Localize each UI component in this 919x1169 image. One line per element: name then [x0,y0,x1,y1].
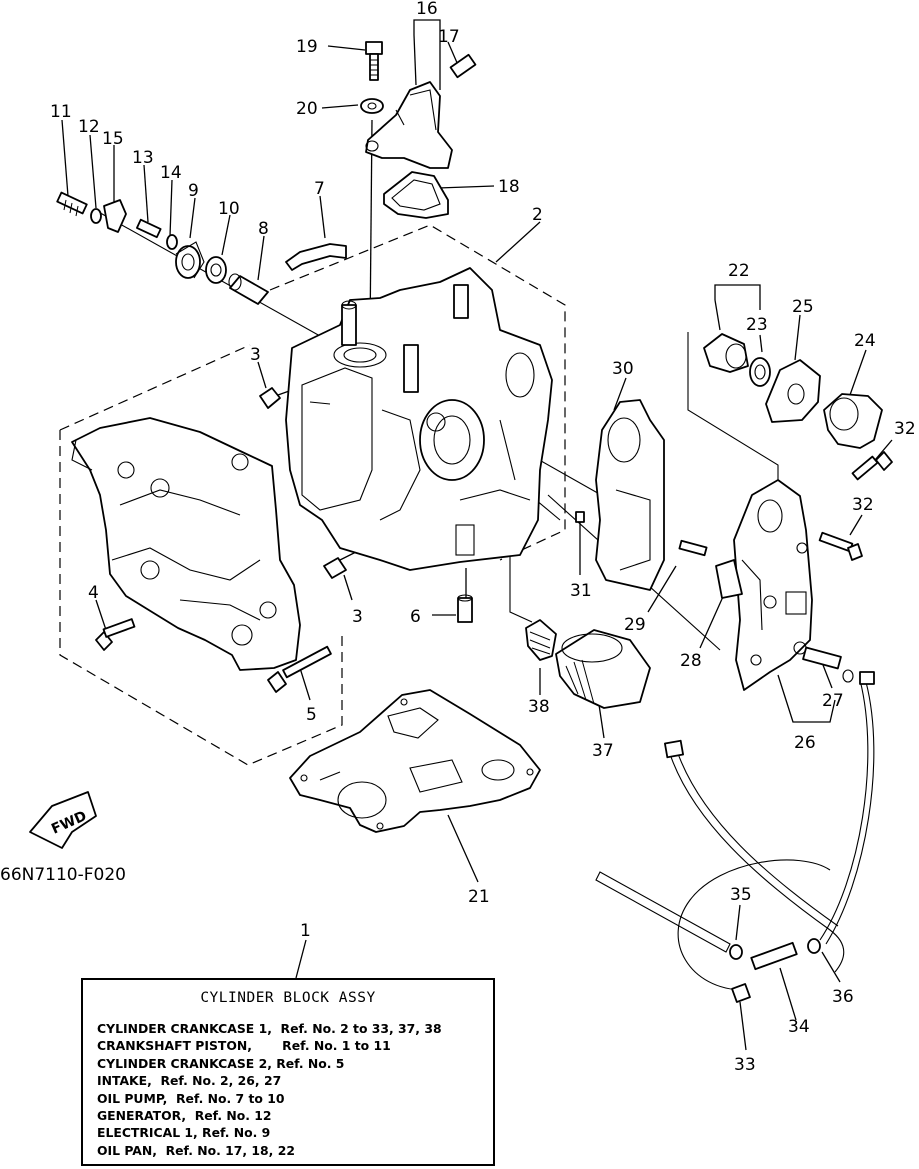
fwd-arrow-icon: FWD [29,791,97,849]
fitting-27 [802,646,854,683]
legend-line: GENERATOR, Ref. No. 12 [97,1108,272,1124]
cylinder-block-legend: CYLINDER BLOCK ASSY CYLINDER CRANKCASE 1… [81,978,495,1166]
callout-25: 25 [792,297,814,317]
callout-27: 27 [822,691,844,711]
callout-12: 12 [78,117,100,137]
bolt-32-lower [818,531,863,561]
gasket-25 [765,359,821,423]
callout-30: 30 [612,359,634,379]
union-38 [525,619,557,661]
callout-32-lower: 32 [852,495,874,515]
callout-6: 6 [410,607,421,627]
callout-1: 1 [300,921,311,941]
callout-31: 31 [570,581,592,601]
legend-line: OIL PUMP, Ref. No. 7 to 10 [97,1090,285,1106]
crankcase-2 [71,417,301,671]
collar-8 [228,273,269,305]
crankcase-1 [285,267,553,571]
thermostat-22 [703,333,749,373]
dowel-3-lower [323,557,347,579]
tube-7 [285,243,347,271]
callout-labels: 1 2 3 3 4 5 6 7 8 9 10 11 12 13 14 15 16… [50,0,916,1075]
cover-26 [733,479,813,691]
assembly-dashed-outline-left [59,344,343,766]
washer-12 [90,208,102,224]
bolt-19 [365,41,383,81]
legend-line: ELECTRICAL 1, Ref. No. 9 [97,1125,271,1141]
oil-filter-37 [555,629,651,709]
legend-lines: CYLINDER CRANKCASE 1, Ref. No. 2 to 33, … [97,1020,479,1159]
callout-9: 9 [188,181,199,201]
oil-pump-cover [365,81,453,169]
bolt-32-upper [851,451,893,481]
callout-7: 7 [314,179,325,199]
callout-21: 21 [468,887,490,907]
legend-line: INTAKE, Ref. No. 2, 26, 27 [97,1073,282,1089]
bolt-5 [267,645,332,693]
clamp-15 [103,199,127,233]
callout-13: 13 [132,148,154,168]
callout-34: 34 [788,1017,810,1037]
callout-11: 11 [50,102,72,122]
legend-line: OIL PAN, Ref. No. 17, 18, 22 [97,1142,295,1158]
callout-3-lower: 3 [352,607,363,627]
washer-20 [360,98,384,114]
callout-35: 35 [730,885,752,905]
callout-22: 22 [728,261,750,281]
callout-23: 23 [746,315,768,335]
bolt-11 [56,191,88,217]
seal-23 [749,357,771,387]
hose-33-36-assembly [595,671,875,1003]
callout-2: 2 [532,205,543,225]
dowel-6 [457,594,473,623]
legend-line: CRANKSHAFT PISTON, Ref. No. 1 to 11 [97,1038,391,1054]
callout-15: 15 [102,129,124,149]
bolt-29 [678,539,708,557]
callout-10: 10 [218,199,240,219]
callout-26: 26 [794,733,816,753]
seal-9 [175,241,205,279]
callout-8: 8 [258,219,269,239]
callout-16: 16 [416,0,438,19]
callout-5: 5 [306,705,317,725]
legend-line: CYLINDER CRANKCASE 2, Ref. No. 5 [97,1055,345,1071]
callout-17: 17 [438,27,460,47]
legend-line: CYLINDER CRANKCASE 1, Ref. No. 2 to 33, … [97,1021,442,1036]
callout-37: 37 [592,741,614,761]
callout-33: 33 [734,1055,756,1075]
callout-4: 4 [88,583,99,603]
anode-28 [715,559,743,599]
callout-14: 14 [160,163,182,183]
diagram-code: 66N7110-F020 [0,865,126,885]
bolt-17 [449,53,477,79]
callout-28: 28 [680,651,702,671]
callout-32-upper: 32 [894,419,916,439]
bolt-4 [95,618,136,651]
callout-38: 38 [528,697,550,717]
washer-14 [166,234,178,250]
dowel-3-upper [259,387,281,409]
legend-title: CYLINDER BLOCK ASSY [200,990,376,1006]
callout-36: 36 [832,987,854,1007]
oil-pump-gasket [383,171,449,219]
callout-24: 24 [854,331,876,351]
callout-19: 19 [296,37,318,57]
callout-29: 29 [624,615,646,635]
pin-31 [575,511,585,523]
assembly-dashed-outline-right [269,224,566,561]
callout-20: 20 [296,99,318,119]
bearing-10 [205,256,227,284]
callout-3-upper: 3 [250,345,261,365]
thermostat-cover-24 [823,393,883,449]
callout-18: 18 [498,177,520,197]
bolt-13 [136,218,162,239]
cover-gasket-30 [595,399,665,591]
oil-pan-gasket [289,689,541,833]
